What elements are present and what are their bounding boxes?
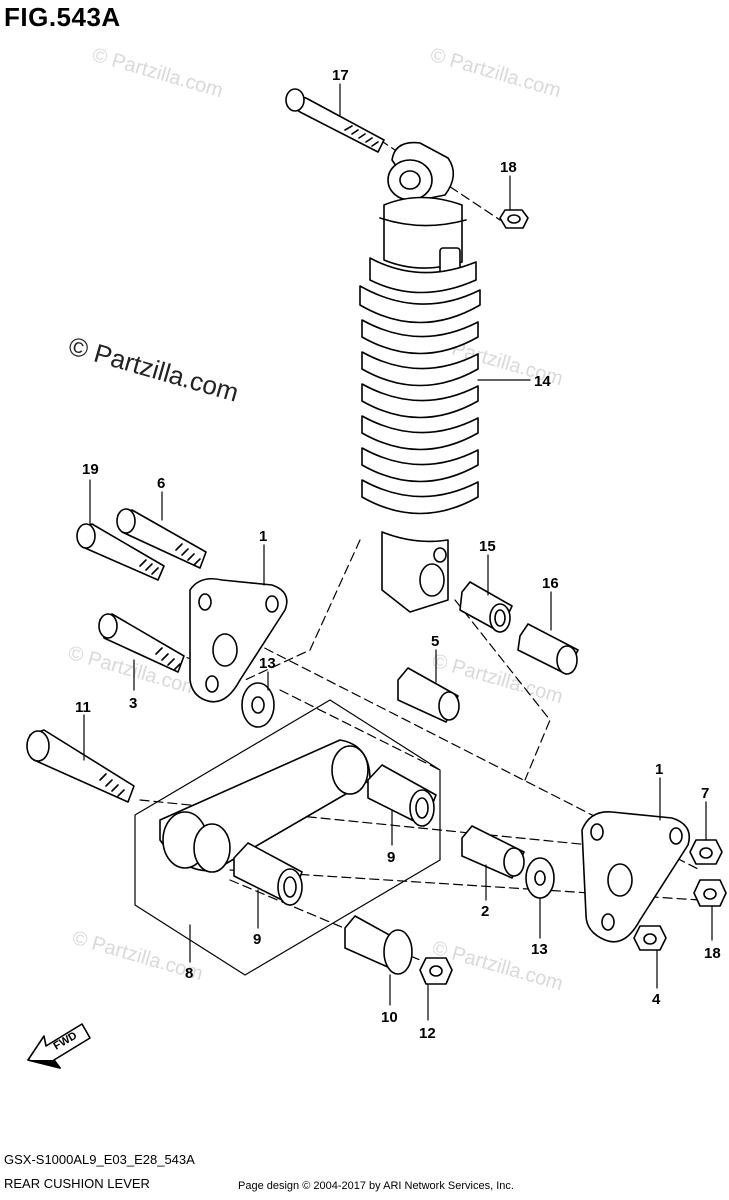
callout-19: 19 [82,461,99,478]
callout-8: 8 [185,965,193,982]
spacer-16 [517,623,579,675]
callouts: 17 18 14 19 6 1 15 16 5 13 3 11 1 7 9 9 … [75,67,721,1042]
bolt-3 [98,613,185,673]
callout-13: 13 [531,941,548,958]
fwd-arrow: FWD [27,1023,91,1069]
callout-5: 5 [431,633,439,650]
callout-14: 14 [534,373,551,390]
nut-18-lower [693,879,727,907]
callout-9: 9 [253,931,261,948]
bolt-6 [116,508,207,569]
callout-12: 12 [419,1025,436,1042]
bolt-11 [26,729,135,803]
shock-upper-mount [387,141,455,201]
spacer-5 [397,667,460,723]
callout-15: 15 [479,538,496,555]
bearing-9-upper [367,764,437,827]
cushion-rod-plate-left-1 [189,577,288,703]
spacer-2 [461,825,525,879]
nut-18-upper [499,209,529,229]
callout-4: 4 [652,991,661,1008]
figure-title: FIG.543A [4,2,121,32]
nut-7 [689,839,723,865]
bolt-17 [285,88,385,153]
callout-2: 2 [481,903,489,920]
bolt-10 [344,915,413,975]
bearing-9-lower [233,842,303,906]
figure-name: REAR CUSHION LEVER [4,1176,150,1191]
callout-1: 1 [259,528,267,545]
callout-9: 9 [387,849,395,866]
cushion-lever-8 [134,699,441,976]
callout-13: 13 [259,655,276,672]
callout-10: 10 [381,1009,398,1026]
callout-18: 18 [704,945,721,962]
bearing-15 [459,581,513,633]
callout-11: 11 [75,699,91,716]
callout-16: 16 [542,575,559,592]
cushion-rod-plate-right-1 [581,811,691,943]
callout-3: 3 [129,695,137,712]
shock-absorber-14 [359,196,481,613]
callout-17: 17 [332,67,349,84]
callout-18: 18 [500,159,517,176]
callout-6: 6 [157,475,165,492]
model-code: GSX-S1000AL9_E03_E28_543A [4,1152,195,1167]
callout-7: 7 [701,785,709,802]
leader-lines [83,83,713,1021]
nut-4 [633,925,667,951]
page-credit: Page design © 2004-2017 by ARI Network S… [238,1180,514,1192]
washer-13-upper [241,682,275,728]
washer-13-lower [525,857,555,899]
nut-12 [419,957,453,985]
callout-1: 1 [655,761,663,778]
